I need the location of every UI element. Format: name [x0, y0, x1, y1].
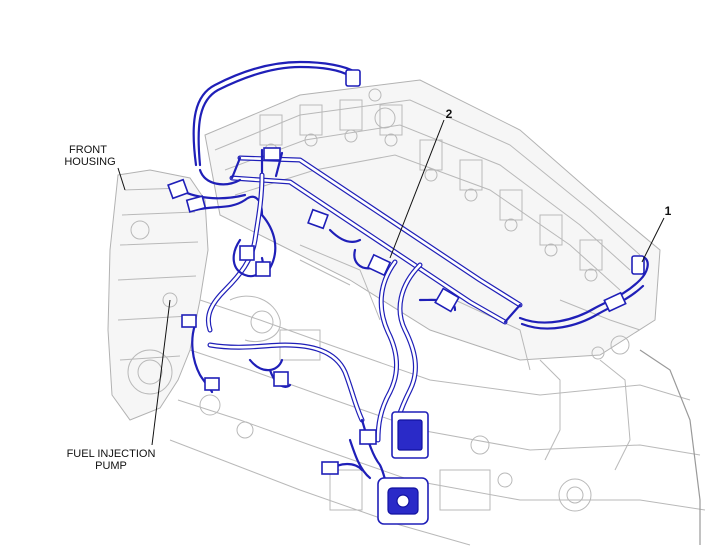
engine-block-drawing: [107, 79, 706, 546]
fuel-injection-pump-label-line1: FUEL INJECTION: [67, 448, 156, 460]
front-housing-label-line1: FRONT: [69, 144, 107, 156]
callout-1-number: 1: [665, 204, 672, 218]
fuel-injection-pump-leader: [151, 299, 171, 446]
fuel-injection-pump-label-line2: PUMP: [95, 460, 127, 472]
leader-lines: [117, 119, 665, 446]
callout-2-leader: [389, 119, 445, 259]
callout-2-number: 2: [446, 107, 453, 121]
callout-1-leader: [641, 217, 665, 263]
diagram-labels: FRONT HOUSING FUEL INJECTION PUMP 2 1: [64, 107, 671, 472]
front-housing-leader: [117, 167, 126, 191]
harness-connectors: [167, 69, 645, 525]
front-housing-label-line2: HOUSING: [64, 156, 115, 168]
